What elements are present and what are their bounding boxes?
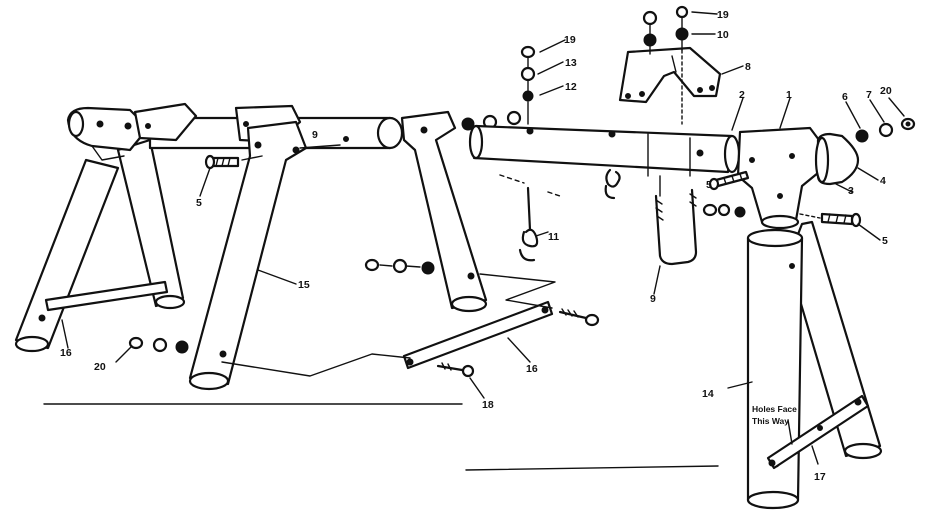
u-bolt-9	[654, 175, 698, 266]
callout-1: 1	[786, 89, 792, 101]
callout-16-left: 16	[60, 347, 72, 359]
callout-20-left: 20	[94, 361, 106, 373]
callout-10: 10	[717, 29, 729, 41]
callout-12: 12	[565, 81, 577, 93]
callout-20-right: 20	[880, 85, 892, 97]
callout-6: 6	[842, 91, 848, 103]
brace-16-center	[402, 300, 600, 378]
callout-4: 4	[880, 175, 886, 187]
callout-7: 7	[866, 89, 872, 101]
callout-9: 9	[650, 293, 656, 305]
bracket-8	[618, 5, 722, 125]
note-line-2: This Way	[752, 416, 789, 426]
left-a-frame	[14, 106, 186, 353]
hardware-20-left	[128, 336, 189, 354]
callout-2: 2	[739, 89, 745, 101]
bolt-5-lower	[799, 212, 862, 228]
hardware-center	[364, 258, 435, 275]
callout-9-center: 9	[312, 129, 318, 141]
bolt-5-upper	[708, 170, 750, 191]
hardware-right	[855, 117, 916, 143]
leader-lines	[61, 11, 905, 465]
callout-13: 13	[565, 57, 577, 69]
main-beam	[461, 110, 741, 197]
callout-19-right: 19	[717, 9, 729, 21]
callout-19-left: 19	[564, 34, 576, 46]
callout-16-center: 16	[526, 363, 538, 375]
right-a-frame	[746, 220, 883, 510]
note-line-1: Holes Face	[752, 404, 797, 414]
center-a-frame: 9	[133, 102, 488, 391]
tee-bracket-1	[736, 126, 826, 230]
callout-numbers: 1 2 3 4 5 5 5 6 7 8 9 10 11 12 13 14 15 …	[60, 9, 892, 483]
bolt-5-left	[204, 154, 263, 170]
callout-5-upper: 5	[706, 179, 712, 191]
end-cap-3	[814, 132, 860, 186]
callout-14: 14	[702, 388, 714, 400]
callout-8: 8	[745, 61, 751, 73]
callout-5-left: 5	[196, 197, 202, 209]
holes-face-note: Holes Face This Way	[752, 404, 797, 426]
swing-hook-11	[518, 45, 621, 262]
callout-11: 11	[548, 231, 559, 243]
hardware-mid-right	[702, 203, 746, 218]
callout-18: 18	[482, 399, 494, 411]
callout-17: 17	[814, 471, 826, 483]
callout-5-lower: 5	[882, 235, 888, 247]
callout-15: 15	[298, 279, 310, 291]
callout-3: 3	[848, 185, 854, 197]
